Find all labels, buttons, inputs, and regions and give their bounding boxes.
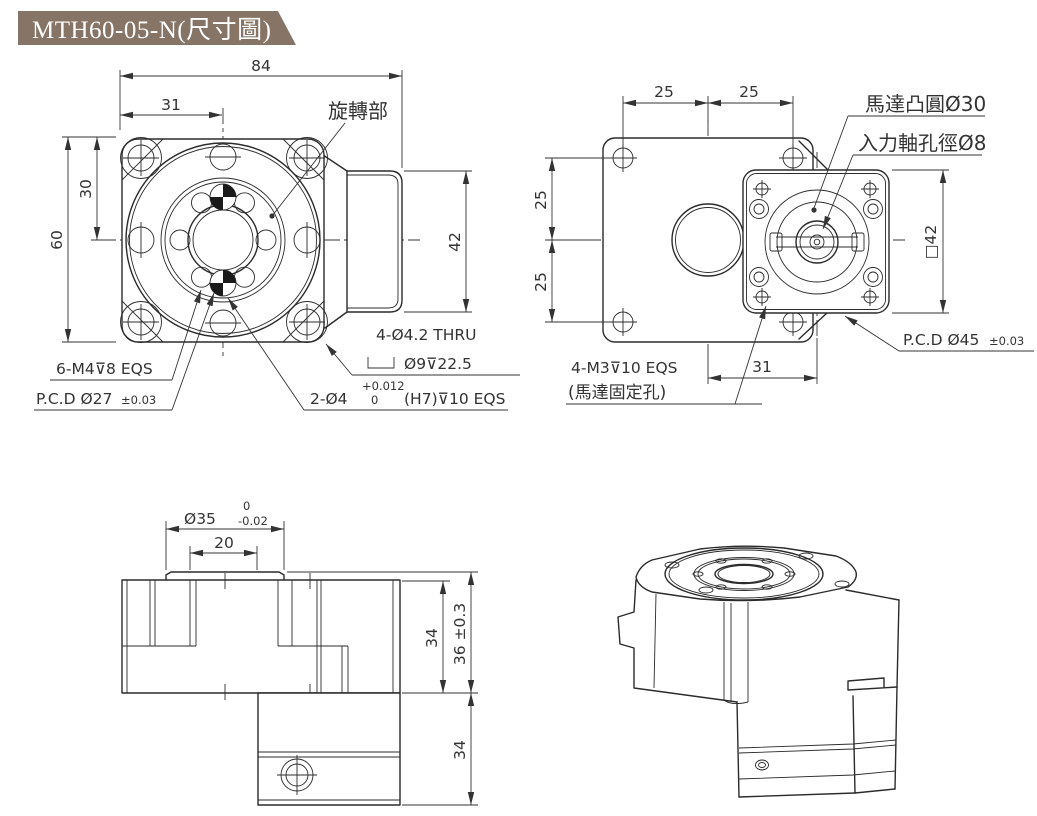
ann-corner-holes: 4-Ø4.2 THRU	[376, 326, 476, 344]
side-view: Ø35 0 -0.02 20 34 36 ±0.3 34	[121, 499, 478, 806]
page-title: MTH60-05-N(尺寸圖)	[32, 17, 272, 44]
front-view: 84 31 60 30 42 旋轉部 6-M4⊽8 EQS	[34, 57, 520, 411]
front-rotating-part	[125, 142, 321, 338]
iso-screw	[755, 759, 769, 771]
dim-left-upper: 25	[532, 190, 550, 210]
dim-inner-width: 20	[214, 534, 234, 552]
ann-pcd-45-tol: ±0.03	[989, 334, 1024, 348]
ann-pin-tol-top: +0.012	[362, 379, 405, 393]
lug-br	[286, 301, 328, 343]
side-dimensions: Ø35 0 -0.02 20 34 36 ±0.3 34	[165, 499, 478, 806]
counterbore-symbol	[367, 357, 395, 369]
label-input-shaft: 入力軸孔徑Ø8	[858, 131, 986, 155]
ann-motor-holes-note: (馬達固定孔)	[568, 383, 666, 403]
dim-hole-offset: 31	[752, 358, 772, 376]
lug-bl	[120, 301, 162, 343]
dim-center-offset: 31	[161, 96, 181, 114]
lug-tl	[120, 137, 162, 179]
iso-top-flange	[635, 545, 858, 602]
isometric-view	[617, 545, 900, 798]
dim-boss-tol-top: 0	[243, 499, 250, 513]
leader-dot	[811, 207, 817, 213]
rear-dimensions: 25 25 25 25 □42 31	[532, 83, 949, 384]
front-dimensions: 84 31 60 30 42	[48, 57, 472, 343]
dim-gear-total: 36 ±0.3	[451, 603, 469, 665]
ann-pcd-45: P.C.D Ø45	[903, 331, 979, 349]
dim-gear-height: 34	[423, 628, 441, 648]
dim-housing-height: 42	[446, 232, 464, 252]
dim-top-right: 25	[739, 83, 759, 101]
dim-height: 60	[48, 230, 66, 250]
dim-boss-dia: Ø35	[184, 510, 216, 528]
front-dowel-holes	[209, 183, 237, 297]
dim-boss-tol-bottom: -0.02	[238, 514, 268, 528]
iso-body	[617, 579, 900, 705]
rear-motor-boss	[764, 189, 870, 295]
title-banner: MTH60-05-N(尺寸圖)	[18, 11, 296, 45]
ann-pcd-tol: ±0.03	[121, 393, 156, 407]
ann-tap-holes: 6-M4⊽8 EQS	[56, 360, 153, 378]
front-mid-holes	[127, 143, 321, 337]
rear-annotations: 馬達凸圓Ø30 入力軸孔徑Ø8 4-M3⊽10 EQS (馬達固定孔) P.C.…	[566, 92, 1034, 405]
leader-dot	[269, 213, 275, 219]
dim-total-width: 84	[251, 57, 271, 75]
dim-top-left: 25	[654, 83, 674, 101]
ann-pin-suffix: (H7)⊽10 EQS	[404, 390, 505, 408]
ann-counterbore: Ø9⊽22.5	[404, 355, 472, 373]
rear-view: 25 25 25 25 □42 31 馬達凸圓Ø30	[532, 83, 1034, 405]
dim-motor-height: 34	[451, 740, 469, 760]
ann-motor-holes: 4-M3⊽10 EQS	[571, 359, 678, 377]
label-motor-boss: 馬達凸圓Ø30	[865, 92, 986, 116]
ann-pin-tol-bottom: 0	[371, 393, 378, 407]
dim-half-height: 30	[77, 179, 95, 199]
ann-pcd: P.C.D Ø27	[36, 390, 112, 408]
front-flange-outline	[121, 138, 325, 343]
front-annotations: 旋轉部 6-M4⊽8 EQS P.C.D Ø27 ±0.03 2-Ø4 +0.0…	[34, 99, 520, 411]
side-gearhead	[121, 571, 401, 700]
front-motor-housing	[322, 154, 403, 329]
dim-square: □42	[922, 225, 940, 259]
ann-pin-prefix: 2-Ø4	[310, 390, 348, 408]
iso-motor	[736, 686, 898, 798]
dim-left-lower: 25	[532, 272, 550, 292]
label-rotating-part: 旋轉部	[328, 99, 388, 123]
side-motor	[257, 692, 401, 806]
